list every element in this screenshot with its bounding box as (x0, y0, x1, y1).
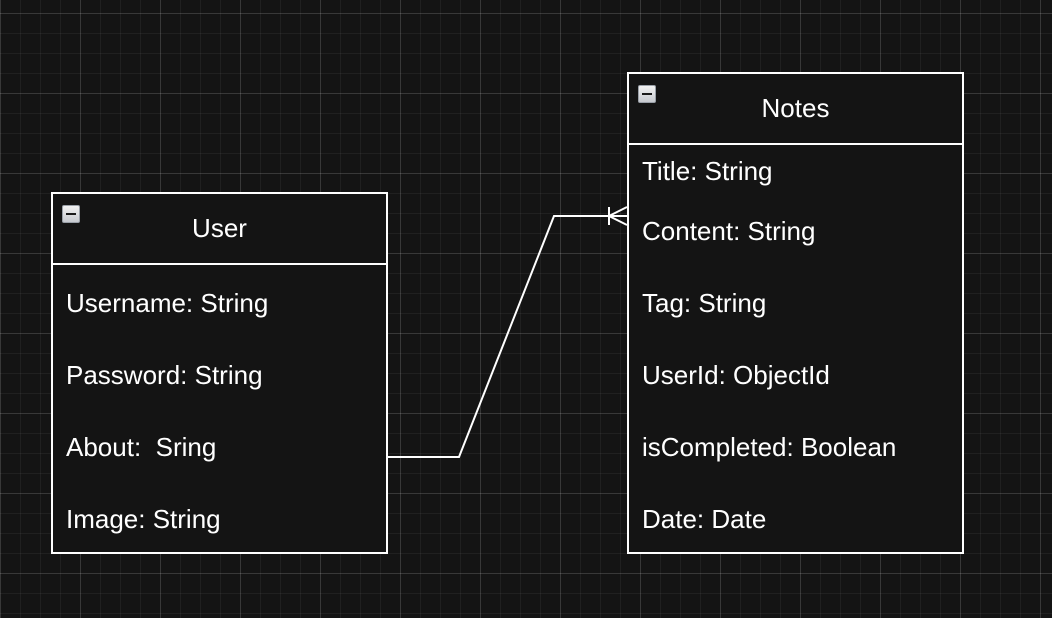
attribute-about: About: Sring (66, 432, 217, 462)
attribute-image: Image: String (66, 504, 221, 534)
entity-header: Notes (629, 74, 962, 145)
crows-foot-many-icon (608, 206, 628, 226)
attribute-username: Username: String (66, 288, 269, 318)
entity-notes[interactable]: Notes Title: String Content: String Tag:… (627, 72, 964, 554)
relationship-line (388, 215, 627, 458)
attribute-iscompleted: isCompleted: Boolean (642, 432, 897, 462)
attribute-userid: UserId: ObjectId (642, 360, 830, 390)
attribute-date: Date: Date (642, 504, 767, 534)
entity-title: Notes (761, 93, 830, 123)
entity-header: User (53, 194, 386, 265)
attribute-content: Content: String (642, 216, 816, 246)
attribute-tag: Tag: String (642, 288, 767, 318)
collapse-minus-icon[interactable] (638, 85, 656, 103)
attribute-title: Title: String (642, 156, 773, 186)
entity-user[interactable]: User Username: String Password: String A… (51, 192, 388, 554)
collapse-minus-icon[interactable] (62, 205, 80, 223)
entity-title: User (192, 213, 247, 243)
attribute-password: Password: String (66, 360, 263, 390)
